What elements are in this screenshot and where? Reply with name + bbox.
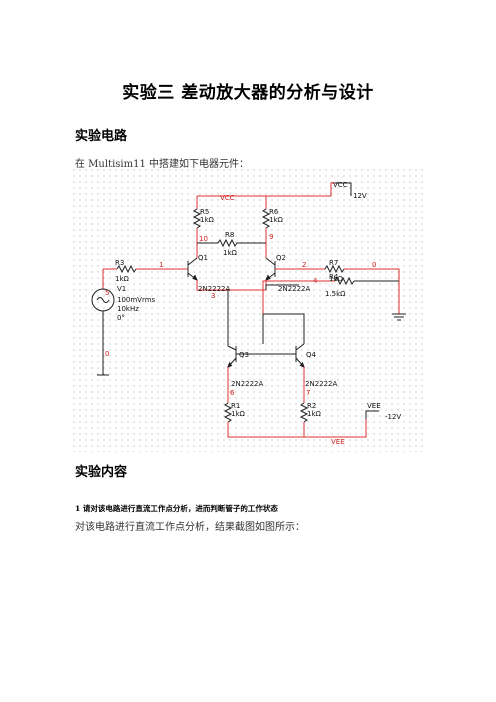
r8-resistor	[197, 238, 266, 248]
v1-name: V1	[117, 285, 126, 293]
node-0b: 0	[105, 350, 109, 358]
node-10: 10	[199, 235, 208, 243]
r2-name: R2	[307, 402, 316, 410]
vcc-value: 12V	[353, 192, 367, 200]
q2-name: Q2	[276, 254, 286, 262]
vcc-rail	[197, 182, 335, 197]
section-text-circuit: 在 Multisim11 中搭建如下电器元件：	[75, 159, 249, 170]
vee-value: -12V	[385, 413, 401, 421]
r1-name: R1	[231, 402, 240, 410]
q2-model: 2N2222A	[278, 285, 311, 293]
r7-resistor	[324, 264, 345, 274]
r6-value: 1kΩ	[269, 216, 284, 224]
vee-rail	[227, 419, 367, 438]
net-vee: VEE	[331, 438, 345, 446]
node-9: 9	[269, 233, 273, 241]
schematic-grid	[73, 169, 423, 452]
r5-value: 1kΩ	[200, 216, 215, 224]
node-7: 7	[306, 389, 310, 397]
page-title: 实验三 差动放大器的分析与设计	[122, 83, 374, 103]
r7-value: 1kΩ	[329, 275, 344, 283]
q1-model: 2N2222A	[198, 285, 231, 293]
r8-name: R8	[225, 231, 234, 239]
vcc-source-lead	[335, 182, 352, 196]
r6-resistor	[261, 208, 271, 229]
q3-model: 2N2222A	[231, 380, 264, 388]
node-5: 5	[105, 289, 109, 297]
r8-value: 1kΩ	[223, 249, 238, 257]
r5-name: R5	[200, 208, 209, 216]
r6-name: R6	[269, 208, 279, 216]
v1-freq: 10kHz	[117, 305, 139, 313]
vee-source-lead	[365, 410, 379, 419]
r2-resistor	[299, 402, 309, 423]
q1-name: Q1	[198, 254, 208, 262]
r1-value: 1kΩ	[231, 410, 246, 418]
r3-value: 1kΩ	[115, 275, 130, 283]
node-3: 3	[211, 292, 215, 300]
vcc-label: VCC	[333, 181, 348, 189]
vee-label: VEE	[367, 402, 381, 410]
circuit-schematic: VCC VEE 10 9 1 2 0 5 3 4 0 6 7 VCC 12V R…	[73, 169, 423, 452]
r4-name: R4	[329, 273, 339, 281]
v1-amp: 100mVrms	[117, 296, 156, 304]
node-4: 4	[313, 277, 318, 285]
q4-name: Q4	[306, 351, 317, 359]
q3-name: Q3	[239, 351, 249, 359]
node-0a: 0	[372, 261, 376, 269]
r1-resistor	[223, 402, 233, 423]
r5-resistor	[192, 208, 202, 229]
node-1: 1	[159, 261, 163, 269]
section-heading-content: 实验内容	[75, 465, 128, 480]
q4-model: 2N2222A	[305, 380, 338, 388]
ground-right	[392, 313, 406, 321]
section-heading-circuit: 实验电路	[75, 129, 128, 144]
content-item-1: 1 请对该电路进行直流工作点分析，进而判断管子的工作状态	[75, 504, 278, 513]
v1-phase: 0°	[117, 314, 125, 322]
r2-value: 1kΩ	[307, 410, 322, 418]
r3-resistor	[116, 264, 137, 274]
r4-resistor	[334, 276, 355, 286]
node-2: 2	[302, 261, 306, 269]
content-text: 对该电路进行直流工作点分析，结果截图如图所示：	[75, 522, 305, 533]
r3-name: R3	[115, 259, 124, 267]
net-vcc: VCC	[220, 194, 235, 202]
r7-name: R7	[329, 259, 338, 267]
node-6: 6	[230, 389, 235, 397]
r4-value: 1.5kΩ	[325, 290, 346, 298]
